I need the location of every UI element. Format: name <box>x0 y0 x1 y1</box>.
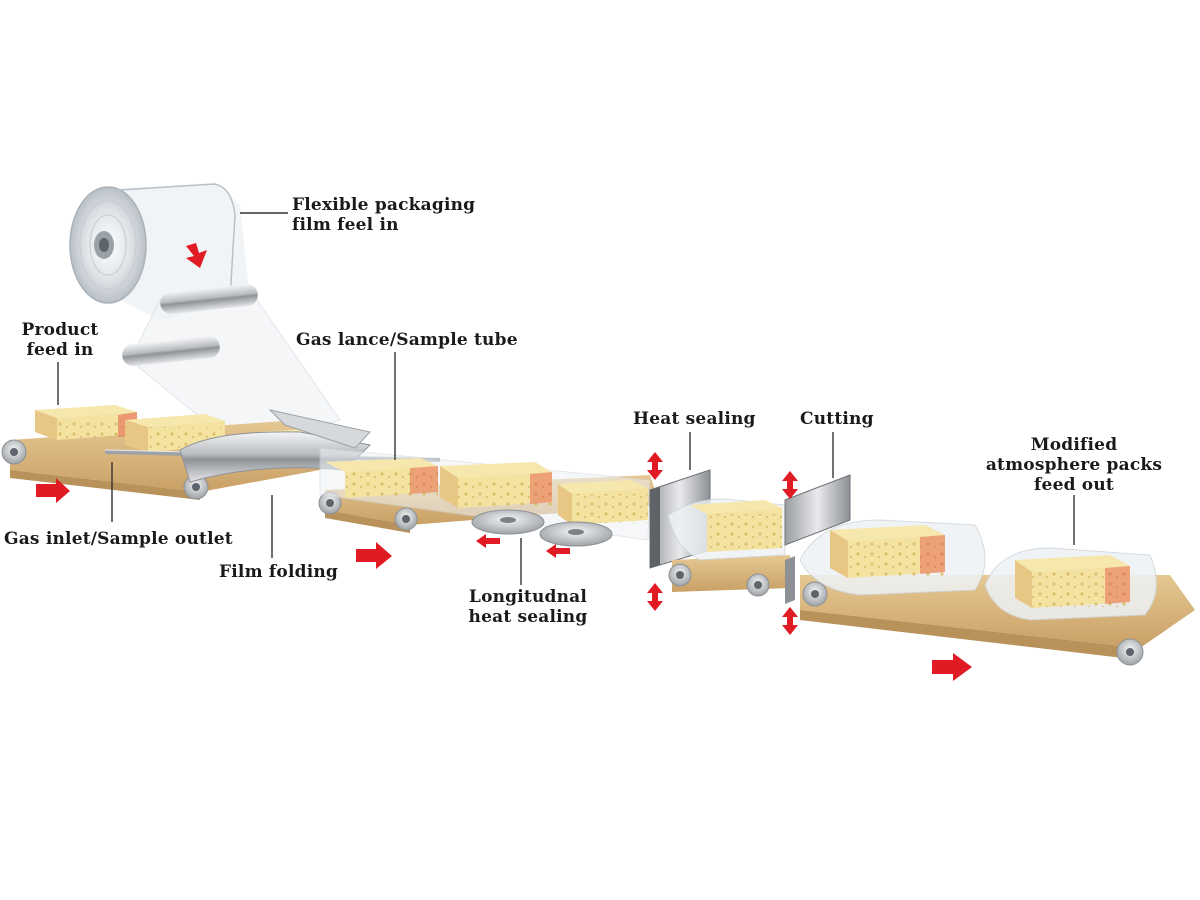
up-down-arrow-icon <box>647 452 663 480</box>
longitudinal-label-line2: heat sealing <box>468 607 588 627</box>
leader-lines <box>57 212 1075 585</box>
cutting-knife <box>784 474 851 604</box>
sealing-conveyor <box>668 555 790 597</box>
up-down-arrow-icon <box>782 607 798 635</box>
film-feed-label-line1: Flexible packaging <box>292 195 476 215</box>
left-arrow-icon <box>546 544 570 558</box>
longitudinal-sealing-label: Longitudnal heat sealing <box>462 587 594 627</box>
gas-inlet-label: Gas inlet/Sample outlet <box>4 529 233 549</box>
up-down-arrow-icon <box>782 471 798 499</box>
heat-sealing-label: Heat sealing <box>633 409 756 429</box>
film-feed-label: Flexible packaging film feel in <box>292 195 475 235</box>
product-block-6 <box>558 480 648 525</box>
longitudinal-label-line1: Longitudnal <box>468 587 588 607</box>
map-feed-out-label: Modified atmosphere packs feed out <box>978 435 1170 495</box>
sealing-disc-2 <box>539 521 613 547</box>
guide-roller-upper <box>160 284 258 314</box>
sealing-disc-1 <box>471 509 545 535</box>
down-arrow-icon <box>186 243 207 268</box>
packed-product-2 <box>799 519 986 596</box>
right-arrow-icon <box>36 478 70 503</box>
product-feed-label: Product feed in <box>14 320 106 360</box>
film-roll <box>69 183 250 320</box>
map-label-line3: feed out <box>1034 475 1114 495</box>
cutting-label: Cutting <box>800 409 874 429</box>
packed-product-3 <box>984 547 1157 621</box>
guide-roller-lower <box>122 336 220 366</box>
product-block-5 <box>440 462 552 508</box>
map-label-line1: Modified <box>1030 435 1118 455</box>
product-feed-label-line2: feed in <box>26 340 94 360</box>
gas-lance-label: Gas lance/Sample tube <box>296 330 518 350</box>
map-label-line2: atmosphere packs <box>985 455 1163 475</box>
product-block-4 <box>325 458 438 498</box>
film-feed-label-line2: film feel in <box>292 215 399 235</box>
film-folding-label: Film folding <box>219 562 338 582</box>
packed-product-1 <box>667 498 786 561</box>
right-arrow-icon <box>932 653 972 681</box>
up-down-arrow-icon <box>647 583 663 611</box>
product-block-1 <box>35 405 137 440</box>
product-feed-label-line1: Product <box>21 320 99 340</box>
right-arrow-icon <box>356 542 392 569</box>
left-arrow-icon <box>476 534 500 548</box>
